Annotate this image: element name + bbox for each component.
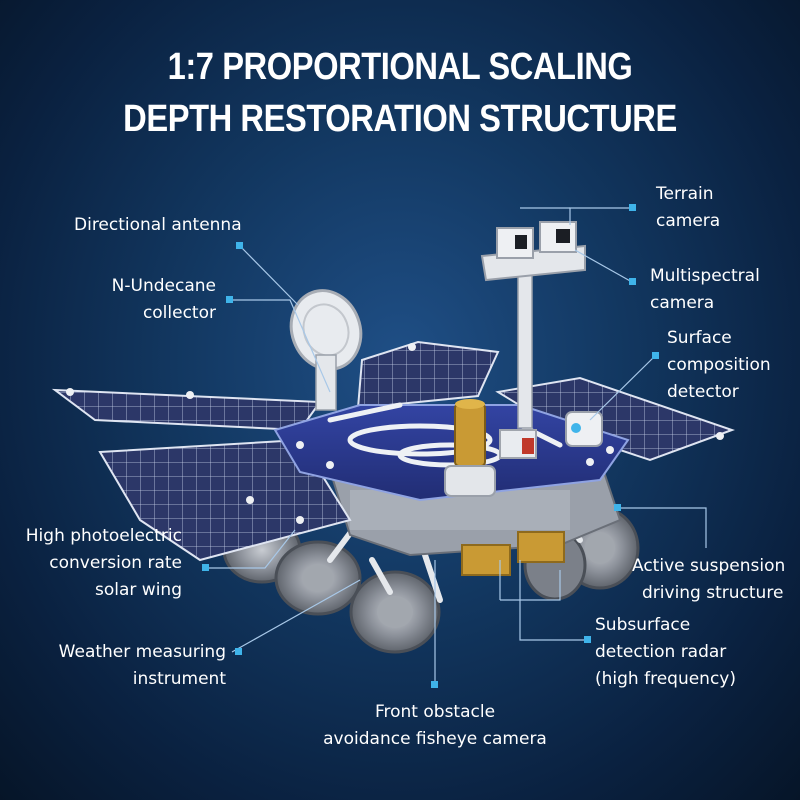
line-multispectral-camera	[574, 249, 633, 283]
marker-terrain-camera	[629, 204, 636, 211]
label-solar-wing: High photoelectric conversion rate solar…	[25, 526, 182, 600]
composition-detector	[565, 411, 603, 447]
deck-pipes	[327, 402, 563, 468]
marker-front-camera	[431, 681, 438, 688]
marker-directional-antenna	[236, 242, 243, 249]
marker-solar-wing	[202, 564, 209, 571]
solar-wings-rear	[356, 340, 735, 462]
label-subsurface-radar: Subsurface detection radar (high frequen…	[595, 615, 736, 689]
line-weather-instrument	[231, 579, 361, 653]
line-surface-detector	[589, 355, 656, 421]
marker-weather-instrument	[235, 648, 242, 655]
headline-line-1: 1:7 PROPORTIONAL SCALING	[167, 46, 633, 88]
marker-multispectral-camera	[629, 278, 636, 285]
label-weather-instrument: Weather measuring instrument	[58, 642, 226, 689]
line-solar-wing	[205, 529, 296, 569]
line-directional-antenna	[239, 245, 299, 306]
solar-wings-left	[51, 388, 352, 562]
label-active-suspension: Active suspension driving structure	[632, 556, 786, 603]
line-active-suspension	[618, 507, 707, 548]
marker-n-undecane	[226, 296, 233, 303]
label-multispectral-camera: Multispectral camera	[650, 266, 760, 313]
radar-blocks	[461, 531, 565, 576]
label-terrain-camera: Terrain camera	[656, 184, 721, 231]
label-directional-antenna: Directional antenna	[74, 215, 242, 235]
marker-surface-detector	[652, 352, 659, 359]
label-n-undecane-collector: N-Undecane collector	[111, 276, 216, 323]
marker-subsurface-radar	[584, 636, 591, 643]
camera-mast	[480, 221, 586, 429]
line-terrain-camera	[569, 207, 630, 225]
label-front-camera: Front obstacle avoidance fisheye camera	[323, 702, 547, 749]
line-subsurface-radar	[519, 560, 588, 641]
deck-studs	[66, 343, 724, 524]
marker-active-suspension	[614, 504, 621, 511]
label-surface-composition-detector: Surface composition detector	[667, 328, 771, 402]
wheels	[222, 506, 640, 654]
line-n-undecane	[230, 299, 331, 393]
headline-line-2: DEPTH RESTORATION STRUCTURE	[123, 98, 677, 140]
